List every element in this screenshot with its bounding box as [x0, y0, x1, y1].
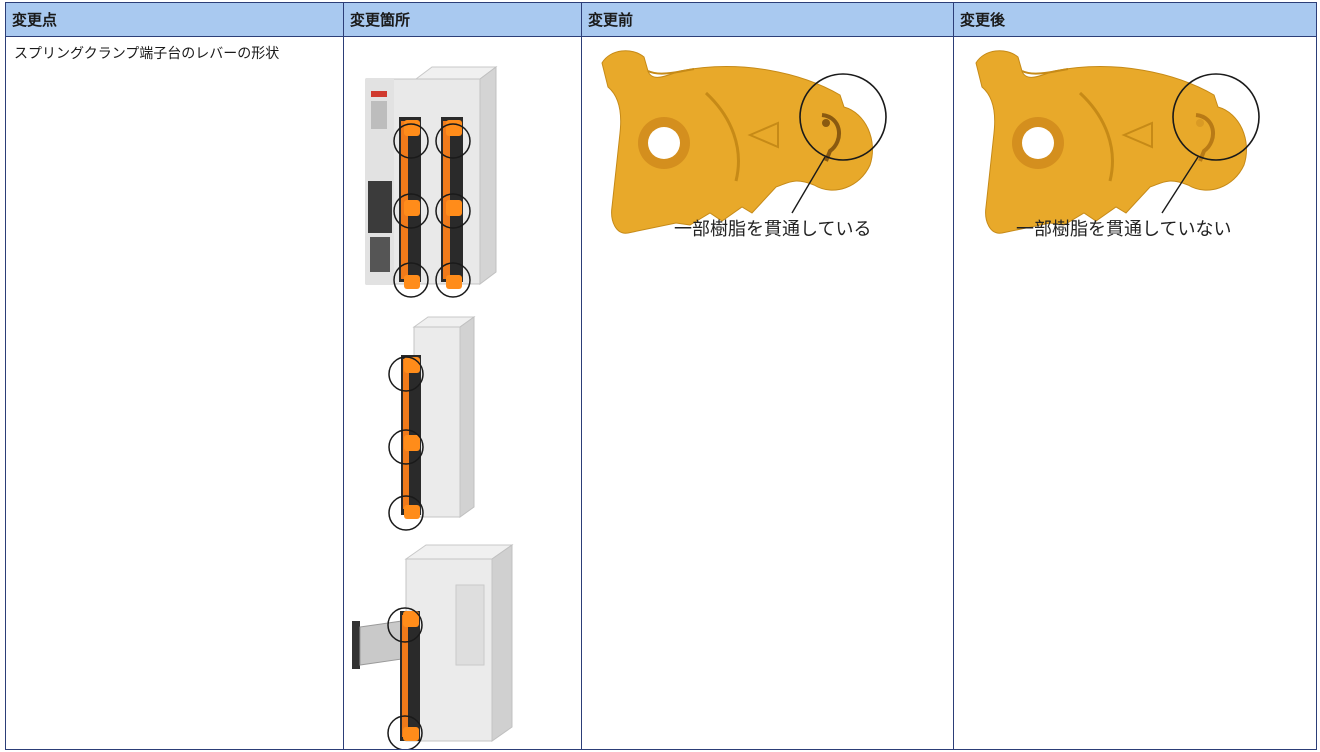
- header-after: 変更後: [953, 2, 1317, 37]
- after-cell: 一部樹脂を貫通していない: [953, 36, 1317, 750]
- change-point-cell: スプリングクランプ端子台のレバーの形状: [5, 36, 344, 750]
- lever-after-image: [975, 50, 1260, 234]
- header-change-point: 変更点: [5, 2, 344, 37]
- cable-module-image: [352, 544, 514, 749]
- module-photos: [352, 66, 514, 749]
- header-before: 変更前: [581, 2, 954, 37]
- change-table: 変更点 変更箇所 変更前 変更後 スプリングクランプ端子台のレバーの形状: [5, 2, 1317, 750]
- before-cell: 一部樹脂を貫通している: [581, 36, 954, 750]
- lever-before-image: [601, 50, 887, 234]
- main-unit-module-image: [365, 66, 498, 298]
- change-point-text: スプリングクランプ端子台のレバーの形状: [14, 46, 280, 62]
- before-callout-label: 一部樹脂を貫通している: [674, 219, 872, 240]
- after-callout-label: 一部樹脂を貫通していない: [1016, 219, 1232, 240]
- table-row: スプリングクランプ端子台のレバーの形状: [5, 36, 1317, 750]
- expansion-module-image: [388, 316, 476, 531]
- change-location-cell: [343, 36, 582, 750]
- header-row: 変更点 変更箇所 変更前 変更後: [5, 2, 1317, 37]
- header-change-location: 変更箇所: [343, 2, 582, 37]
